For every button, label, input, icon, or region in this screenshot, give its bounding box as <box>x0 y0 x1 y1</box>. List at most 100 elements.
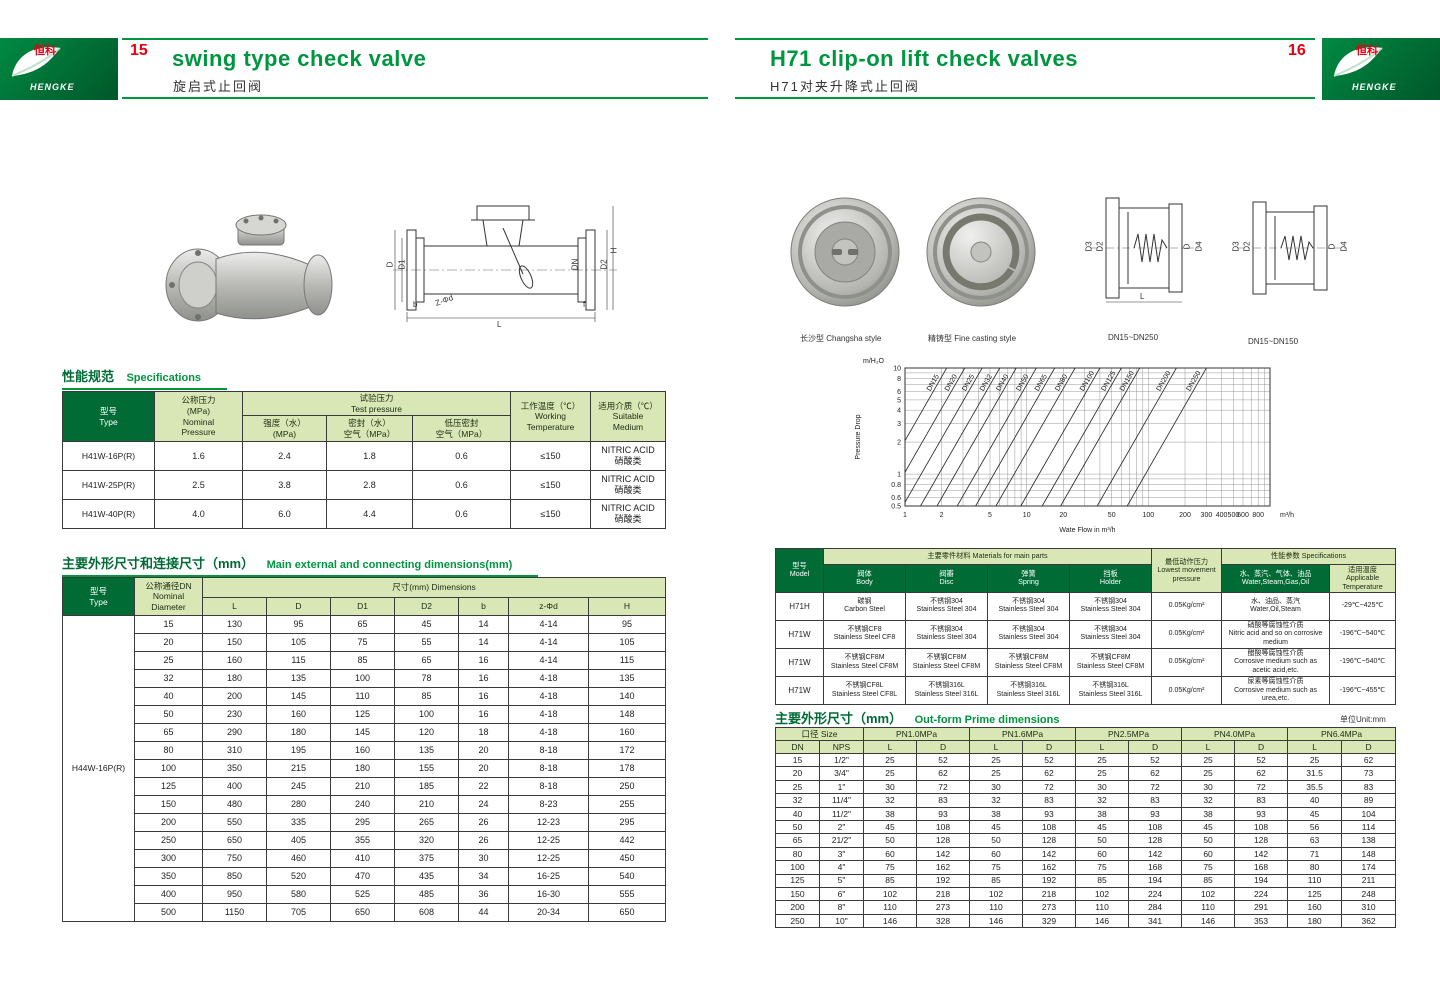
heading-cn: 主要外形尺寸和连接尺寸（mm） <box>62 556 255 571</box>
table-cell: 72 <box>1234 779 1289 795</box>
table-cell: 145 <box>330 723 395 742</box>
table-cell: 410 <box>330 849 395 868</box>
brand-cn: 恒科 <box>1356 45 1378 57</box>
table-cell: 18 <box>458 723 509 742</box>
table-cell: 25 <box>1181 752 1236 768</box>
table-cell: 148 <box>1341 846 1397 862</box>
table-cell: 100 <box>330 669 395 688</box>
table-cell: 25 <box>969 766 1024 781</box>
table-cell: 224 <box>1128 886 1183 902</box>
materials-table: 型号 Model 主要零件材料 Materials for main parts… <box>775 548 1397 706</box>
table-cell: 115 <box>588 651 666 670</box>
col-D: D <box>1234 740 1289 754</box>
chart-y-axis-label: Pressure Drop <box>855 414 862 459</box>
table-cell: 273 <box>915 900 971 915</box>
table-cell: 273 <box>1022 900 1077 915</box>
table-cell: 6" <box>819 886 864 902</box>
table-cell: 0.05Kg/cm² <box>1151 619 1223 650</box>
table-cell: 38 <box>863 806 917 821</box>
table-cell: 108 <box>915 819 971 835</box>
table-cell: H71H <box>775 591 824 621</box>
table-cell: 146 <box>969 913 1024 929</box>
table-cell: 20 <box>775 766 820 781</box>
changsha-style-caption: 长沙型 Changsha style <box>800 334 882 343</box>
col-D2: D2 <box>394 597 459 616</box>
table-cell: 400 <box>134 885 203 904</box>
table-cell: 100 <box>775 860 820 875</box>
chart-series-line <box>1020 368 1101 506</box>
col-pn25: PN2.5MPa <box>1075 727 1183 741</box>
table-cell: 146 <box>1181 913 1236 929</box>
table-cell: 硝酸等腐蚀性介质 Nitric acid and so on corrosive… <box>1221 619 1331 650</box>
table-cell: 30 <box>1075 779 1130 795</box>
table-cell: 72 <box>1128 779 1183 795</box>
chart-y-tick: 4 <box>897 408 901 415</box>
table-cell: 16 <box>458 669 509 688</box>
dim-label-D3: D3 <box>1084 241 1094 252</box>
col-L: L <box>202 597 267 616</box>
table-cell: 不锈钢CF8L Stainless Steel CF8L <box>823 676 906 706</box>
table-cell: 83 <box>1128 793 1183 808</box>
col-media: 水、蒸汽、气体、油品 Water,Steam,Gas,Oil <box>1221 564 1331 593</box>
table-cell: NITRIC ACID 硝酸类 <box>590 470 667 501</box>
table-cell: 50 <box>969 833 1024 848</box>
table-cell: 25 <box>1287 752 1343 768</box>
col-spring: 弹簧 Spring <box>987 564 1070 593</box>
table-cell: 200 <box>134 813 203 832</box>
chart-x-tick: 20 <box>1059 512 1067 519</box>
hengke-logo-right: 恒科 HENGKE <box>1322 38 1440 100</box>
table-cell: 240 <box>330 795 395 814</box>
chart-x-tick: 800 <box>1252 512 1264 519</box>
fine-casting-caption: 精铸型 Fine casting style <box>928 334 1017 343</box>
table-cell: 329 <box>1022 913 1077 929</box>
table-cell: 4.0 <box>154 499 243 530</box>
chart-x-tick: 2 <box>940 512 944 519</box>
table-cell: 55 <box>394 633 459 652</box>
dim-label-D3: D3 <box>1231 241 1241 252</box>
fine-casting-photo <box>924 195 1039 310</box>
table-cell: 102 <box>969 886 1024 902</box>
dimensions-table: 型号 Type 公称通径DN Nominal Diameter 尺寸(mm) D… <box>62 577 666 922</box>
table-cell: 168 <box>1234 860 1289 875</box>
table-cell: 145 <box>266 687 331 706</box>
table-cell: 353 <box>1234 913 1289 929</box>
col-D: D <box>1022 740 1077 754</box>
table-cell: 60 <box>863 846 917 862</box>
table-cell: 80 <box>134 741 203 760</box>
table-cell: 128 <box>1128 833 1183 848</box>
table-cell: 8-18 <box>508 741 589 760</box>
table-cell: 110 <box>969 900 1024 915</box>
col-lowest-pressure: 最低动作压力 Lowest movement pressure <box>1151 548 1223 593</box>
table-cell: 71 <box>1287 846 1343 862</box>
table-cell: 105 <box>266 633 331 652</box>
changsha-style-photo-svg <box>790 197 900 307</box>
table-cell: 38 <box>1075 806 1130 821</box>
table-cell: 8" <box>819 900 864 915</box>
table-cell: 320 <box>394 831 459 850</box>
table-cell: 160 <box>266 705 331 724</box>
right-header-rule-bottom <box>735 97 1315 99</box>
table-cell: 35.5 <box>1287 779 1343 795</box>
col-disc: 阀瓣 Disc <box>905 564 988 593</box>
dim-label-D: D <box>1327 243 1337 250</box>
table-cell: 75 <box>330 633 395 652</box>
wafer-drawing-1-caption: DN15~DN250 <box>1108 333 1159 342</box>
table-cell: -196℃~455℃ <box>1329 676 1397 706</box>
table-cell: 45 <box>863 819 917 835</box>
col-pn64: PN6.4MPa <box>1287 727 1397 741</box>
table-cell: 31.5 <box>1287 766 1343 781</box>
table-cell: 25 <box>863 752 917 768</box>
table-cell: -196℃~540℃ <box>1329 619 1397 650</box>
table-cell: 110 <box>1181 900 1236 915</box>
chart-x-tick: 200 <box>1179 512 1191 519</box>
table-cell: 40 <box>1287 793 1343 808</box>
chart-y-tick: 5 <box>897 397 901 404</box>
specifications-heading: 性能规范 Specifications <box>62 366 228 390</box>
table-cell: 52 <box>1022 752 1077 768</box>
table-cell: 73 <box>1341 766 1397 781</box>
